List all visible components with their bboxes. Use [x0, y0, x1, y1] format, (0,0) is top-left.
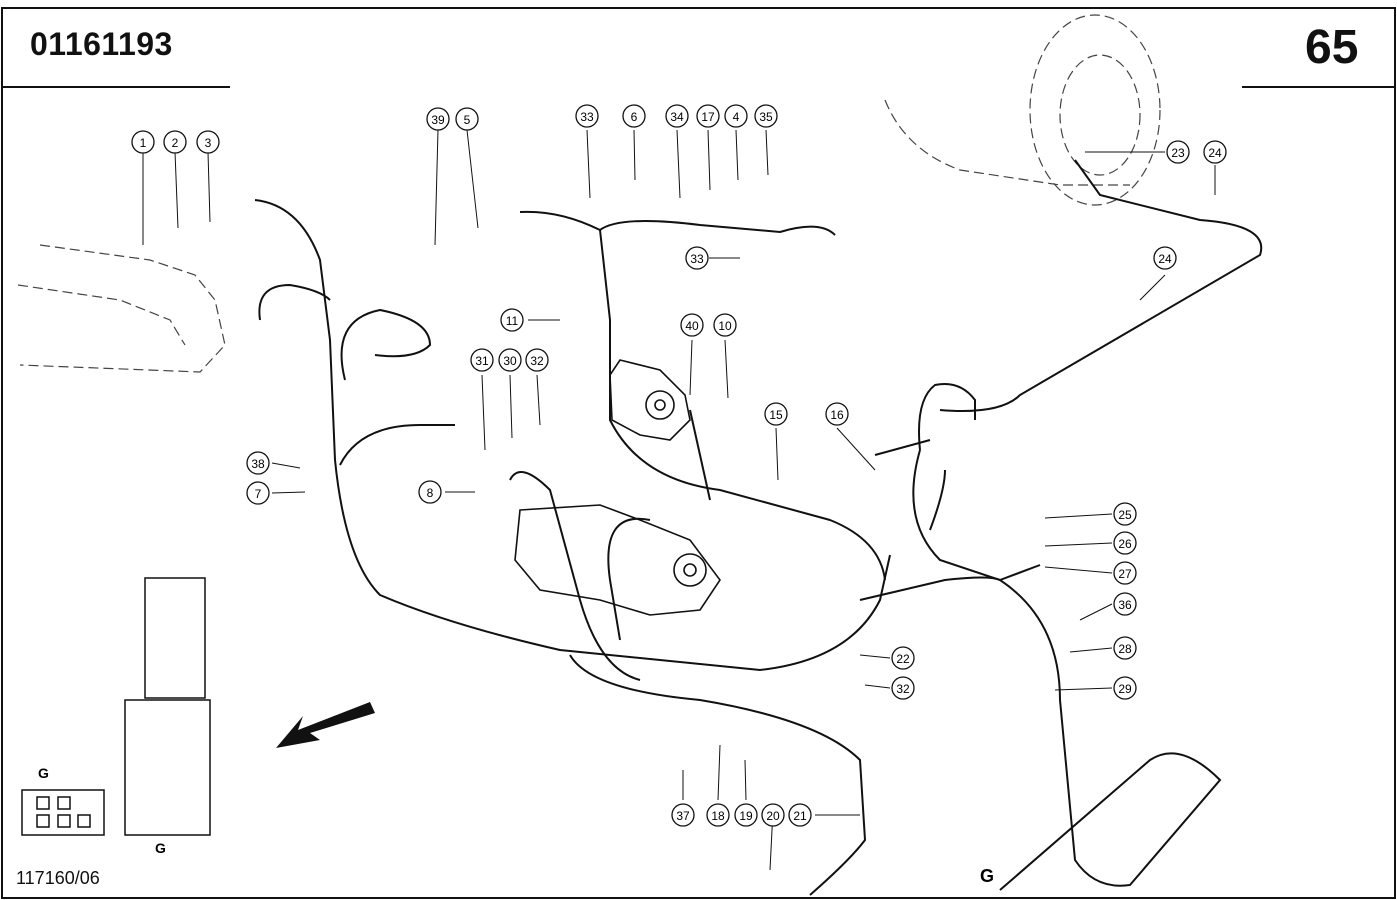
svg-text:40: 40 — [685, 319, 699, 333]
callout-30: 30 — [498, 348, 522, 372]
svg-text:37: 37 — [676, 809, 690, 823]
callout-23: 23 — [1166, 140, 1190, 164]
callout-35: 35 — [754, 104, 778, 128]
svg-text:24: 24 — [1158, 252, 1172, 266]
svg-text:33: 33 — [580, 110, 594, 124]
svg-text:8: 8 — [427, 486, 434, 500]
callout-33b: 33 — [685, 246, 709, 270]
callout-10: 10 — [713, 313, 737, 337]
svg-text:28: 28 — [1118, 642, 1132, 656]
callout-24b: 24 — [1153, 246, 1177, 270]
svg-text:24: 24 — [1208, 146, 1222, 160]
svg-text:2: 2 — [172, 136, 179, 150]
svg-text:34: 34 — [670, 110, 684, 124]
view-marker-g3: G — [980, 866, 994, 886]
svg-text:11: 11 — [506, 314, 519, 328]
callout-20: 20 — [761, 803, 785, 827]
callout-1: 1 — [131, 130, 155, 154]
callout-33a: 33 — [575, 104, 599, 128]
document-number: 01161193 — [30, 26, 173, 62]
callout-39: 39 — [426, 107, 450, 131]
callout-5: 5 — [455, 107, 479, 131]
callout-15: 15 — [764, 402, 788, 426]
svg-text:6: 6 — [631, 110, 638, 124]
svg-text:10: 10 — [718, 319, 732, 333]
svg-text:18: 18 — [711, 809, 725, 823]
callout-11: 11 — [500, 308, 524, 332]
callout-4: 4 — [724, 104, 748, 128]
callout-21: 21 — [788, 803, 812, 827]
wiring-harness — [254, 159, 1263, 896]
callout-24a: 24 — [1203, 140, 1227, 164]
callout-37: 37 — [671, 803, 695, 827]
callout-7: 7 — [246, 481, 270, 505]
svg-text:35: 35 — [759, 110, 773, 124]
view-marker-g1: G — [38, 765, 49, 781]
svg-text:27: 27 — [1118, 567, 1132, 581]
callout-32a: 32 — [525, 348, 549, 372]
svg-text:5: 5 — [464, 113, 471, 127]
engine-block-outline — [17, 14, 1161, 373]
svg-text:22: 22 — [896, 652, 910, 666]
svg-text:31: 31 — [475, 354, 489, 368]
callout-38: 38 — [246, 451, 270, 475]
svg-text:20: 20 — [766, 809, 780, 823]
starter-motor — [514, 504, 721, 616]
svg-text:7: 7 — [255, 487, 262, 501]
svg-text:16: 16 — [830, 408, 844, 422]
callout-18: 18 — [706, 803, 730, 827]
callout-25: 25 — [1113, 502, 1137, 526]
callout-34: 34 — [665, 104, 689, 128]
border-frame — [1, 7, 1396, 899]
svg-text:30: 30 — [503, 354, 517, 368]
callout-19: 19 — [734, 803, 758, 827]
view-arrow — [276, 702, 375, 748]
callout-17: 17 — [696, 104, 720, 128]
svg-text:38: 38 — [251, 457, 265, 471]
callout-28: 28 — [1113, 636, 1137, 660]
svg-text:4: 4 — [733, 110, 740, 124]
callouts: 1 2 3 39 5 33 6 34 17 4 35 33 23 24 24 1… — [131, 104, 1227, 827]
svg-text:3: 3 — [205, 136, 212, 150]
callout-8: 8 — [418, 480, 442, 504]
alternator — [609, 359, 691, 441]
svg-text:39: 39 — [431, 113, 445, 127]
fuse-box — [21, 577, 211, 836]
svg-text:17: 17 — [701, 110, 715, 124]
page-number: 65 — [1305, 21, 1359, 74]
callout-3: 3 — [196, 130, 220, 154]
callout-29: 29 — [1113, 676, 1137, 700]
svg-text:33: 33 — [690, 252, 704, 266]
callout-22: 22 — [891, 646, 915, 670]
callout-26: 26 — [1113, 531, 1137, 555]
svg-text:29: 29 — [1118, 682, 1132, 696]
svg-text:15: 15 — [769, 408, 783, 422]
svg-text:26: 26 — [1118, 537, 1132, 551]
callout-40: 40 — [680, 313, 704, 337]
callout-16: 16 — [825, 402, 849, 426]
view-marker-g2: G — [155, 840, 166, 856]
callout-27: 27 — [1113, 561, 1137, 585]
reference-code: 117160/06 — [16, 868, 100, 888]
svg-text:36: 36 — [1118, 598, 1132, 612]
svg-text:32: 32 — [896, 682, 910, 696]
svg-text:23: 23 — [1171, 146, 1185, 160]
callout-36: 36 — [1113, 592, 1137, 616]
callout-leaders — [142, 129, 1216, 871]
svg-text:19: 19 — [739, 809, 753, 823]
callout-2: 2 — [163, 130, 187, 154]
svg-text:32: 32 — [530, 354, 544, 368]
svg-text:1: 1 — [140, 136, 147, 150]
callout-32b: 32 — [891, 676, 915, 700]
callout-6: 6 — [622, 104, 646, 128]
callout-31: 31 — [470, 348, 494, 372]
svg-text:25: 25 — [1118, 508, 1132, 522]
svg-text:21: 21 — [793, 809, 807, 823]
